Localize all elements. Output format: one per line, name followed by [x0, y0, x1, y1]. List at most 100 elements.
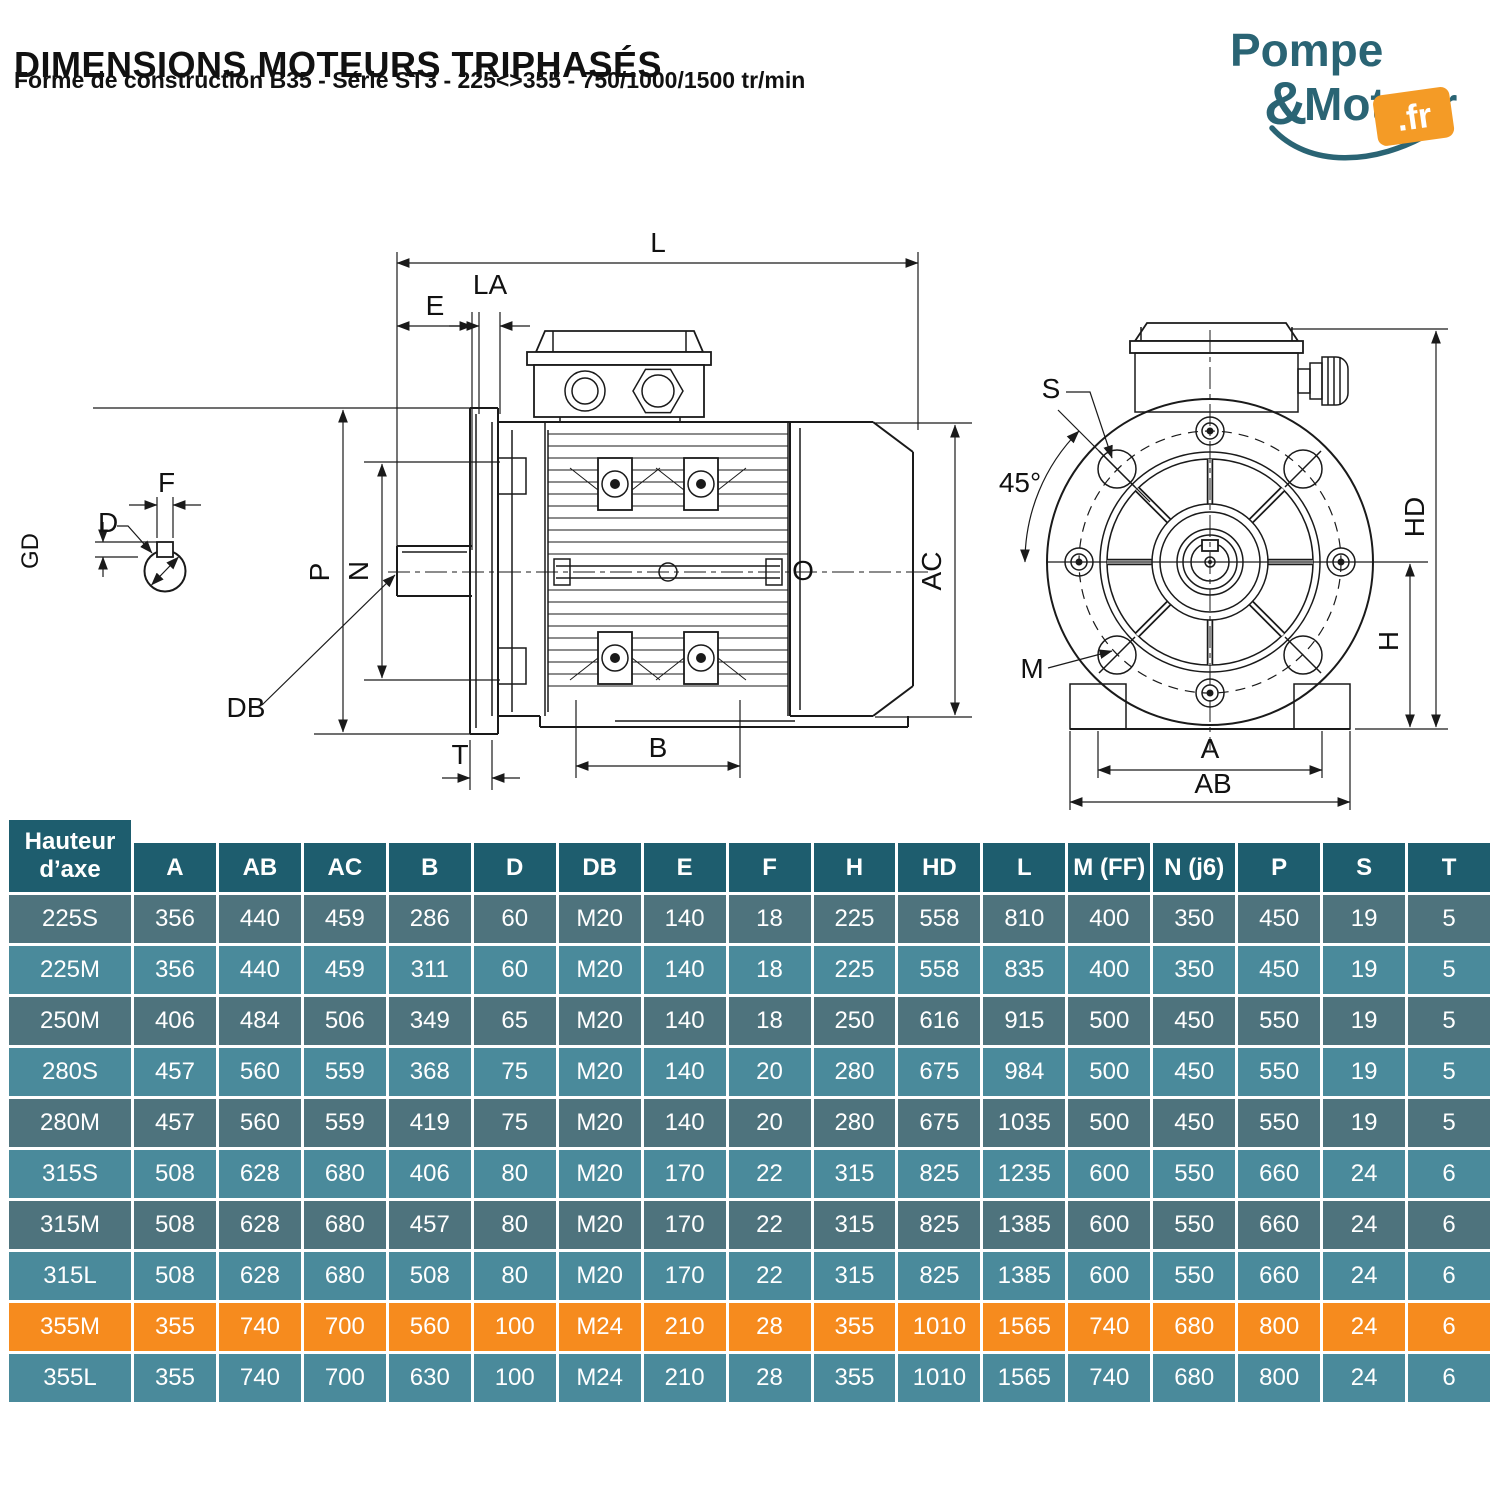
- table-corner-header: Hauteur d’axe: [9, 820, 131, 892]
- dimension-value: 550: [1238, 1048, 1321, 1096]
- dimension-value: 18: [728, 946, 811, 994]
- column-header: M (FF): [1068, 843, 1151, 892]
- dimension-value: 459: [303, 946, 386, 994]
- dimension-value: 100: [473, 1303, 556, 1351]
- dimension-value: 140: [643, 946, 726, 994]
- dimension-value: 80: [473, 1150, 556, 1198]
- column-header: S: [1323, 843, 1406, 892]
- dimension-value: 440: [218, 895, 301, 943]
- dimension-value: 170: [643, 1252, 726, 1300]
- dimension-value: 740: [218, 1354, 301, 1402]
- dimension-value: 1565: [983, 1303, 1066, 1351]
- dimension-value: 210: [643, 1354, 726, 1402]
- dimension-value: 825: [898, 1201, 981, 1249]
- dimension-value: 457: [134, 1099, 216, 1147]
- dimension-value: 506: [303, 997, 386, 1045]
- dimension-value: M24: [558, 1303, 641, 1351]
- row-label: 280S: [9, 1048, 131, 1096]
- dimension-value: 225: [813, 895, 896, 943]
- dimension-value: 75: [473, 1099, 556, 1147]
- row-label: 355M: [9, 1303, 131, 1351]
- dimension-value: 459: [303, 895, 386, 943]
- dimension-value: 280: [813, 1099, 896, 1147]
- dimension-value: 28: [728, 1354, 811, 1402]
- dim-label-l: L: [650, 227, 666, 258]
- dimension-value: 350: [1153, 946, 1236, 994]
- dimension-value: 6: [1408, 1201, 1490, 1249]
- dimension-value: 6: [1408, 1252, 1490, 1300]
- dimension-value: 508: [388, 1252, 471, 1300]
- dimension-value: 810: [983, 895, 1066, 943]
- dimension-value: 18: [728, 997, 811, 1045]
- page-subtitle: Forme de construction B35 - Série ST3 - …: [14, 67, 806, 93]
- dimension-value: 140: [643, 1048, 726, 1096]
- dimension-value: 600: [1068, 1252, 1151, 1300]
- dimension-value: M20: [558, 1150, 641, 1198]
- dimension-value: 550: [1153, 1201, 1236, 1249]
- dimension-value: M20: [558, 1252, 641, 1300]
- dimension-value: 800: [1238, 1303, 1321, 1351]
- dimension-value: 24: [1323, 1150, 1406, 1198]
- row-label: 280M: [9, 1099, 131, 1147]
- dimension-value: 450: [1238, 895, 1321, 943]
- column-header: E: [643, 843, 726, 892]
- dimension-value: 315: [813, 1252, 896, 1300]
- dimension-value: 22: [728, 1150, 811, 1198]
- dimension-value: 24: [1323, 1201, 1406, 1249]
- dimension-value: 660: [1238, 1252, 1321, 1300]
- dimension-value: 140: [643, 997, 726, 1045]
- dimension-value: 600: [1068, 1201, 1151, 1249]
- dimension-value: 19: [1323, 1099, 1406, 1147]
- dimension-value: 28: [728, 1303, 811, 1351]
- dimension-value: 630: [388, 1354, 471, 1402]
- dimension-value: 984: [983, 1048, 1066, 1096]
- dimension-value: 22: [728, 1252, 811, 1300]
- dimension-value: 315: [813, 1150, 896, 1198]
- dimension-value: 628: [218, 1150, 301, 1198]
- dimension-value: 24: [1323, 1303, 1406, 1351]
- dimension-value: 440: [218, 946, 301, 994]
- dimension-value: 508: [134, 1150, 216, 1198]
- dimension-value: 315: [813, 1201, 896, 1249]
- column-header: B: [388, 843, 471, 892]
- row-label: 315S: [9, 1150, 131, 1198]
- dimension-value: 6: [1408, 1354, 1490, 1402]
- dim-label-f: F: [158, 467, 175, 498]
- dimension-value: 628: [218, 1201, 301, 1249]
- dimension-value: 1010: [898, 1303, 981, 1351]
- dim-label-a: A: [1201, 733, 1220, 764]
- dimension-value: 550: [1238, 997, 1321, 1045]
- dimension-value: 311: [388, 946, 471, 994]
- dimension-value: 1385: [983, 1252, 1066, 1300]
- dimension-value: 349: [388, 997, 471, 1045]
- dimension-value: 559: [303, 1099, 386, 1147]
- column-header: AC: [303, 843, 386, 892]
- dim-label-t: T: [451, 739, 468, 770]
- dimension-value: 1035: [983, 1099, 1066, 1147]
- dimension-value: 559: [303, 1048, 386, 1096]
- dimension-value: 400: [1068, 946, 1151, 994]
- dimension-value: 356: [134, 895, 216, 943]
- dimension-value: 680: [303, 1252, 386, 1300]
- column-header: D: [473, 843, 556, 892]
- dimension-value: 250: [813, 997, 896, 1045]
- dimension-value: 675: [898, 1099, 981, 1147]
- dimension-value: 825: [898, 1252, 981, 1300]
- dimension-value: 450: [1238, 946, 1321, 994]
- dimension-value: 1235: [983, 1150, 1066, 1198]
- dimension-value: 835: [983, 946, 1066, 994]
- dimension-value: 80: [473, 1252, 556, 1300]
- dimension-value: 400: [1068, 895, 1151, 943]
- row-label: 225S: [9, 895, 131, 943]
- column-header: AB: [218, 843, 301, 892]
- dimension-value: 560: [218, 1099, 301, 1147]
- dimension-value: 1385: [983, 1201, 1066, 1249]
- dimension-value: 700: [303, 1354, 386, 1402]
- dimension-value: 825: [898, 1150, 981, 1198]
- dim-label-la: LA: [473, 269, 508, 300]
- dimension-value: 5: [1408, 997, 1490, 1045]
- dimension-value: 60: [473, 946, 556, 994]
- motor-side-view: [388, 330, 930, 735]
- dim-label-gd: GD: [17, 533, 44, 569]
- column-header: P: [1238, 843, 1321, 892]
